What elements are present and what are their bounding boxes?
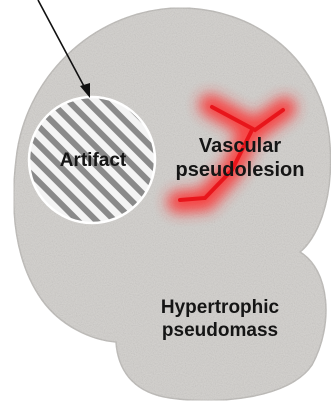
- vascular-pseudolesion-label: Vascular pseudolesion: [160, 134, 320, 182]
- artifact-label-text: Artifact: [28, 150, 158, 173]
- artifact-label: Artifact: [28, 150, 158, 173]
- vascular-label-line1: Vascular: [160, 134, 320, 158]
- hypertrophic-pseudomass-label: Hypertrophic pseudomass: [130, 297, 310, 343]
- vascular-label-line2: pseudolesion: [160, 158, 320, 182]
- hypertrophic-label-line1: Hypertrophic: [130, 297, 310, 320]
- hypertrophic-label-line2: pseudomass: [130, 320, 310, 343]
